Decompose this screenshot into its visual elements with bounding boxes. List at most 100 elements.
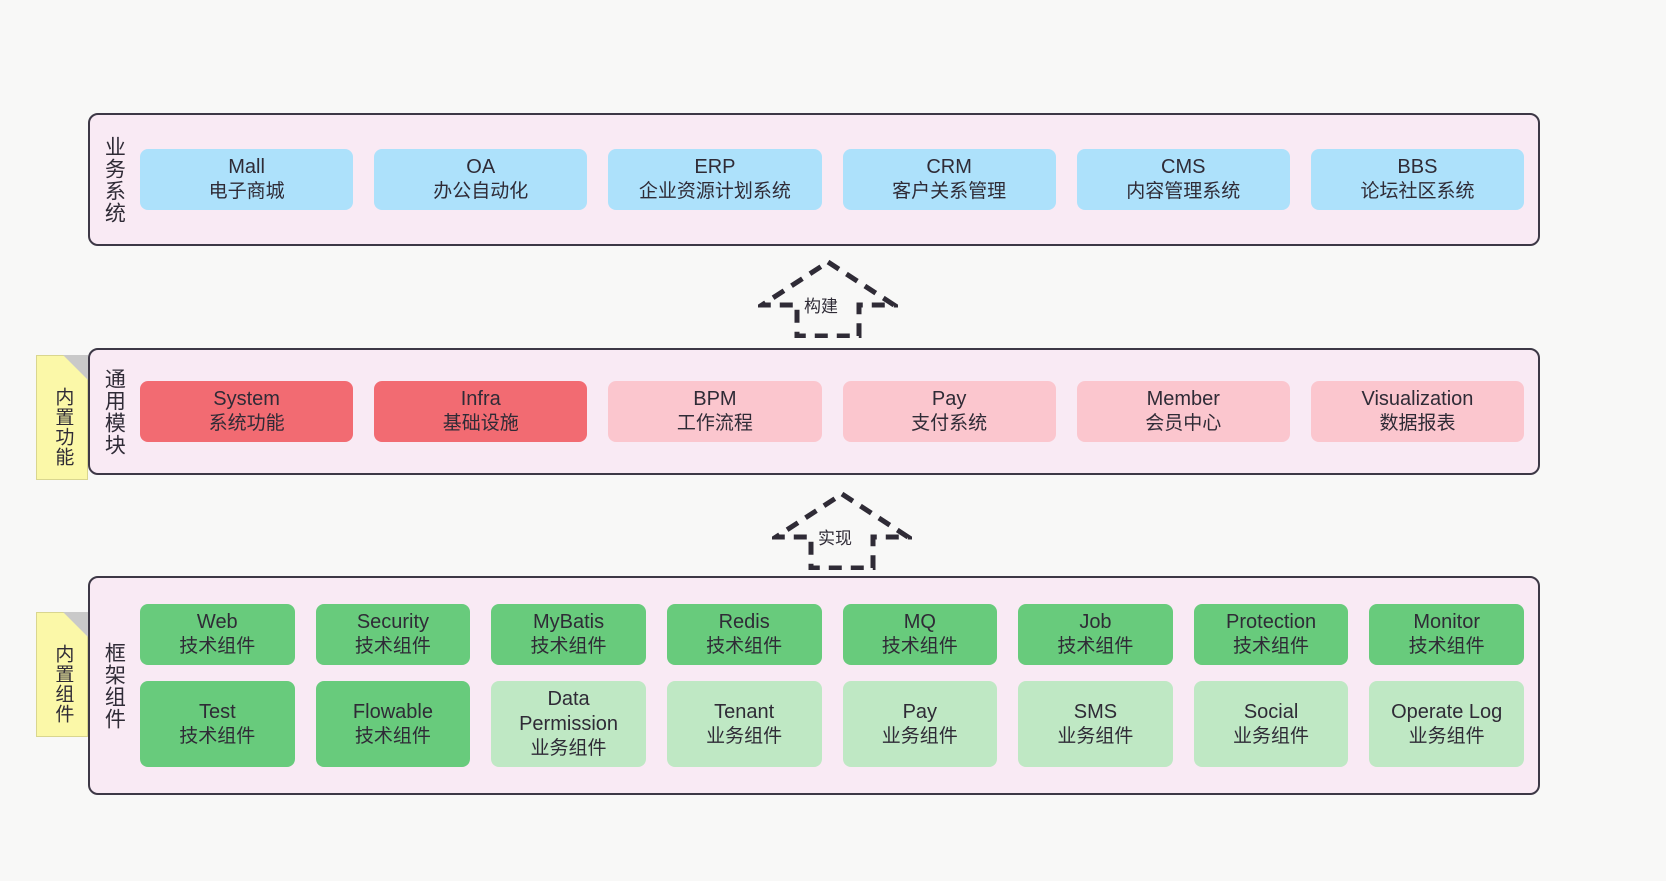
module-card-title: Test bbox=[198, 700, 236, 723]
module-card-visualization[interactable]: Visualization 数据报表 bbox=[1310, 380, 1525, 443]
module-card-title: Pay bbox=[902, 700, 938, 723]
module-card-subtitle: 业务组件 bbox=[1408, 725, 1485, 747]
module-card-title: OA bbox=[466, 155, 496, 178]
module-card-title: Data Permission bbox=[519, 687, 619, 736]
module-card-subtitle: 论坛社区系统 bbox=[1360, 181, 1475, 203]
connector-implement-label: 实现 bbox=[818, 529, 852, 548]
layer-title-business-system: 业务系统 bbox=[102, 135, 126, 224]
module-card-title: Redis bbox=[718, 610, 770, 633]
layer-title-framework-component: 框架组件 bbox=[102, 641, 126, 730]
module-card-title: Web bbox=[196, 610, 238, 633]
module-card-title: SMS bbox=[1073, 700, 1118, 723]
module-card-title: BBS bbox=[1397, 155, 1438, 178]
build-arrow-icon bbox=[753, 259, 903, 339]
sticky-note-builtin-feature: 内置功能 bbox=[36, 355, 88, 480]
module-card-member[interactable]: Member 会员中心 bbox=[1076, 380, 1290, 443]
module-card-subtitle: 工作流程 bbox=[676, 413, 753, 435]
module-card-subtitle: 办公自动化 bbox=[433, 181, 529, 203]
module-card-title: Infra bbox=[460, 387, 501, 410]
module-card-title: MyBatis bbox=[533, 610, 605, 633]
module-card-subtitle: 企业资源计划系统 bbox=[638, 181, 791, 203]
module-card-title: Operate Log bbox=[1391, 700, 1503, 723]
module-card-cms[interactable]: CMS 内容管理系统 bbox=[1076, 148, 1290, 211]
module-card-title: Flowable bbox=[352, 700, 433, 723]
module-card-title: Member bbox=[1146, 387, 1220, 410]
module-card-subtitle: 电子商城 bbox=[208, 181, 285, 203]
module-card-erp[interactable]: ERP 企业资源计划系统 bbox=[608, 148, 822, 211]
module-card-subtitle: 技术组件 bbox=[530, 635, 607, 657]
module-card-title: MQ bbox=[903, 610, 936, 633]
module-card-subtitle: 业务组件 bbox=[1233, 725, 1310, 747]
module-card-title: Tenant bbox=[714, 700, 775, 723]
module-card-subtitle: 技术组件 bbox=[179, 635, 256, 657]
implement-arrow-icon bbox=[767, 491, 917, 571]
module-card-title: Monitor bbox=[1413, 610, 1481, 633]
connector-implement: 实现 bbox=[767, 490, 917, 571]
module-card-bbs[interactable]: BBS 论坛社区系统 bbox=[1310, 148, 1525, 211]
module-card-title: Visualization bbox=[1361, 387, 1474, 410]
module-card-title: ERP bbox=[694, 155, 736, 178]
sticky-note-builtin-feature-label: 内置功能 bbox=[52, 386, 74, 467]
module-card-bpm[interactable]: BPM 工作流程 bbox=[608, 380, 822, 443]
module-card-subtitle: 业务组件 bbox=[1057, 725, 1134, 747]
module-card-subtitle: 客户关系管理 bbox=[892, 181, 1007, 203]
module-card-title: CMS bbox=[1161, 155, 1206, 178]
sticky-note-builtin-component: 内置组件 bbox=[36, 612, 88, 737]
layer-title-common-module: 通用模块 bbox=[102, 367, 126, 456]
module-card-title: System bbox=[213, 387, 280, 410]
connector-build: 构建 bbox=[753, 258, 903, 339]
module-card-subtitle: 业务组件 bbox=[706, 725, 783, 747]
module-card-subtitle: 业务组件 bbox=[530, 738, 607, 760]
module-card-subtitle: 业务组件 bbox=[881, 725, 958, 747]
module-card-oa[interactable]: OA 办公自动化 bbox=[374, 148, 588, 211]
module-card-subtitle: 技术组件 bbox=[354, 635, 431, 657]
module-card-subtitle: 会员中心 bbox=[1145, 413, 1222, 435]
module-card-title: Pay bbox=[931, 387, 967, 410]
module-card-subtitle: 内容管理系统 bbox=[1126, 181, 1241, 203]
connector-build-label: 构建 bbox=[804, 297, 838, 316]
module-card-subtitle: 数据报表 bbox=[1379, 413, 1456, 435]
module-card-title: Security bbox=[356, 610, 430, 633]
module-card-title: Job bbox=[1079, 610, 1112, 633]
module-card-subtitle: 技术组件 bbox=[706, 635, 783, 657]
module-card-subtitle: 技术组件 bbox=[354, 725, 431, 747]
module-card-subtitle: 技术组件 bbox=[1057, 635, 1134, 657]
module-card-subtitle: 技术组件 bbox=[1233, 635, 1310, 657]
module-card-subtitle: 技术组件 bbox=[881, 635, 958, 657]
sticky-note-builtin-component-label: 内置组件 bbox=[52, 643, 74, 724]
module-card-title: BPM bbox=[693, 387, 737, 410]
module-card-crm[interactable]: CRM 客户关系管理 bbox=[842, 148, 1056, 211]
module-card-title: CRM bbox=[926, 155, 972, 178]
